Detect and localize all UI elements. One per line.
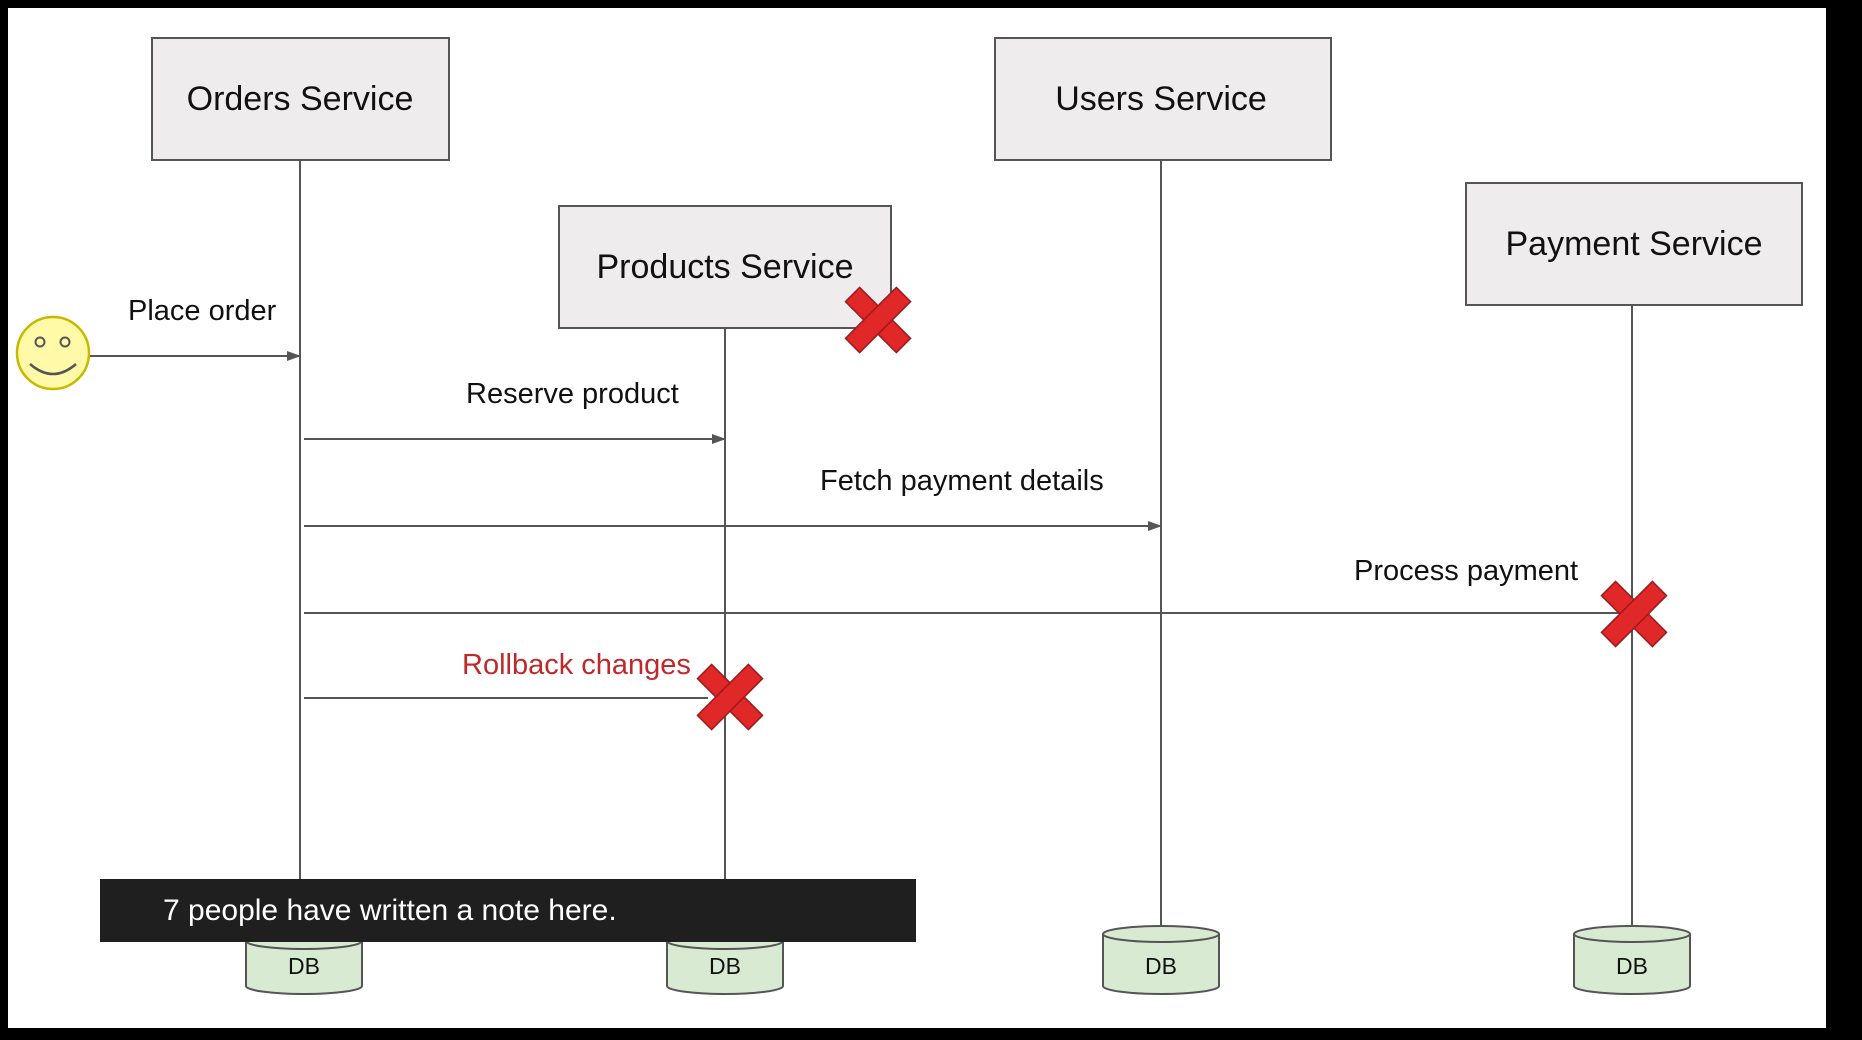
reserve-product-label: Reserve product <box>466 378 679 410</box>
rollback-changes-message: Rollback changes <box>304 649 708 699</box>
products-service-box: Products Service <box>558 205 892 329</box>
fetch-payment-details-label: Fetch payment details <box>820 465 1104 497</box>
orders-database-icon: DB <box>245 932 363 995</box>
orders-service-box: Orders Service <box>151 37 450 161</box>
fetch-payment-details-message: Fetch payment details <box>304 465 1162 531</box>
payment-database-icon: DB <box>1573 925 1691 995</box>
orders-db-label: DB <box>288 953 320 979</box>
notes-banner[interactable]: 7 people have written a note here. <box>100 879 916 942</box>
reserve-product-message: Reserve product <box>304 378 726 444</box>
users-db-label: DB <box>1145 953 1177 979</box>
payment-db-label: DB <box>1616 953 1648 979</box>
notes-banner-text: 7 people have written a note here. <box>163 894 617 927</box>
process-payment-label: Process payment <box>1354 555 1578 587</box>
place-order-message: Place order <box>90 295 301 361</box>
users-service-label: Users Service <box>1055 80 1267 118</box>
payment-service-box: Payment Service <box>1465 182 1803 306</box>
place-order-label: Place order <box>128 295 277 327</box>
diagram-slide: Orders Service Products Service Users Se… <box>8 8 1826 1028</box>
products-database-icon: DB <box>666 932 784 995</box>
rollback-changes-label: Rollback changes <box>462 649 691 681</box>
users-service-box: Users Service <box>994 37 1332 161</box>
products-failure-x-icon <box>844 286 912 354</box>
smiley-face-icon <box>15 315 91 391</box>
payment-failure-x-icon <box>1600 580 1668 648</box>
products-service-label: Products Service <box>597 248 854 286</box>
rollback-failure-x-icon <box>696 663 764 731</box>
products-db-label: DB <box>709 953 741 979</box>
process-payment-message: Process payment <box>304 555 1632 614</box>
sequence-diagram: Orders Service Products Service Users Se… <box>15 37 1803 995</box>
payment-service-label: Payment Service <box>1506 225 1763 263</box>
users-database-icon: DB <box>1102 925 1220 995</box>
orders-service-label: Orders Service <box>187 80 414 118</box>
